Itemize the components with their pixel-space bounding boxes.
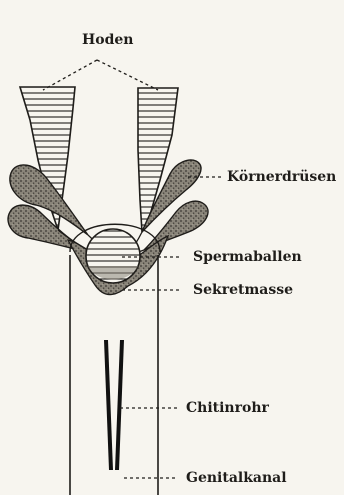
label-genitalkanal: Genitalkanal bbox=[186, 471, 287, 485]
chitin-tube bbox=[104, 340, 124, 470]
sperm-ball bbox=[86, 229, 140, 283]
label-sekretmasse: Sekretmasse bbox=[193, 283, 293, 297]
label-spermaballen: Spermaballen bbox=[193, 250, 302, 264]
label-hoden: Hoden bbox=[82, 33, 133, 47]
label-koernerdruesen: Körnerdrüsen bbox=[227, 170, 336, 184]
label-chitinrohr: Chitinrohr bbox=[186, 401, 269, 415]
